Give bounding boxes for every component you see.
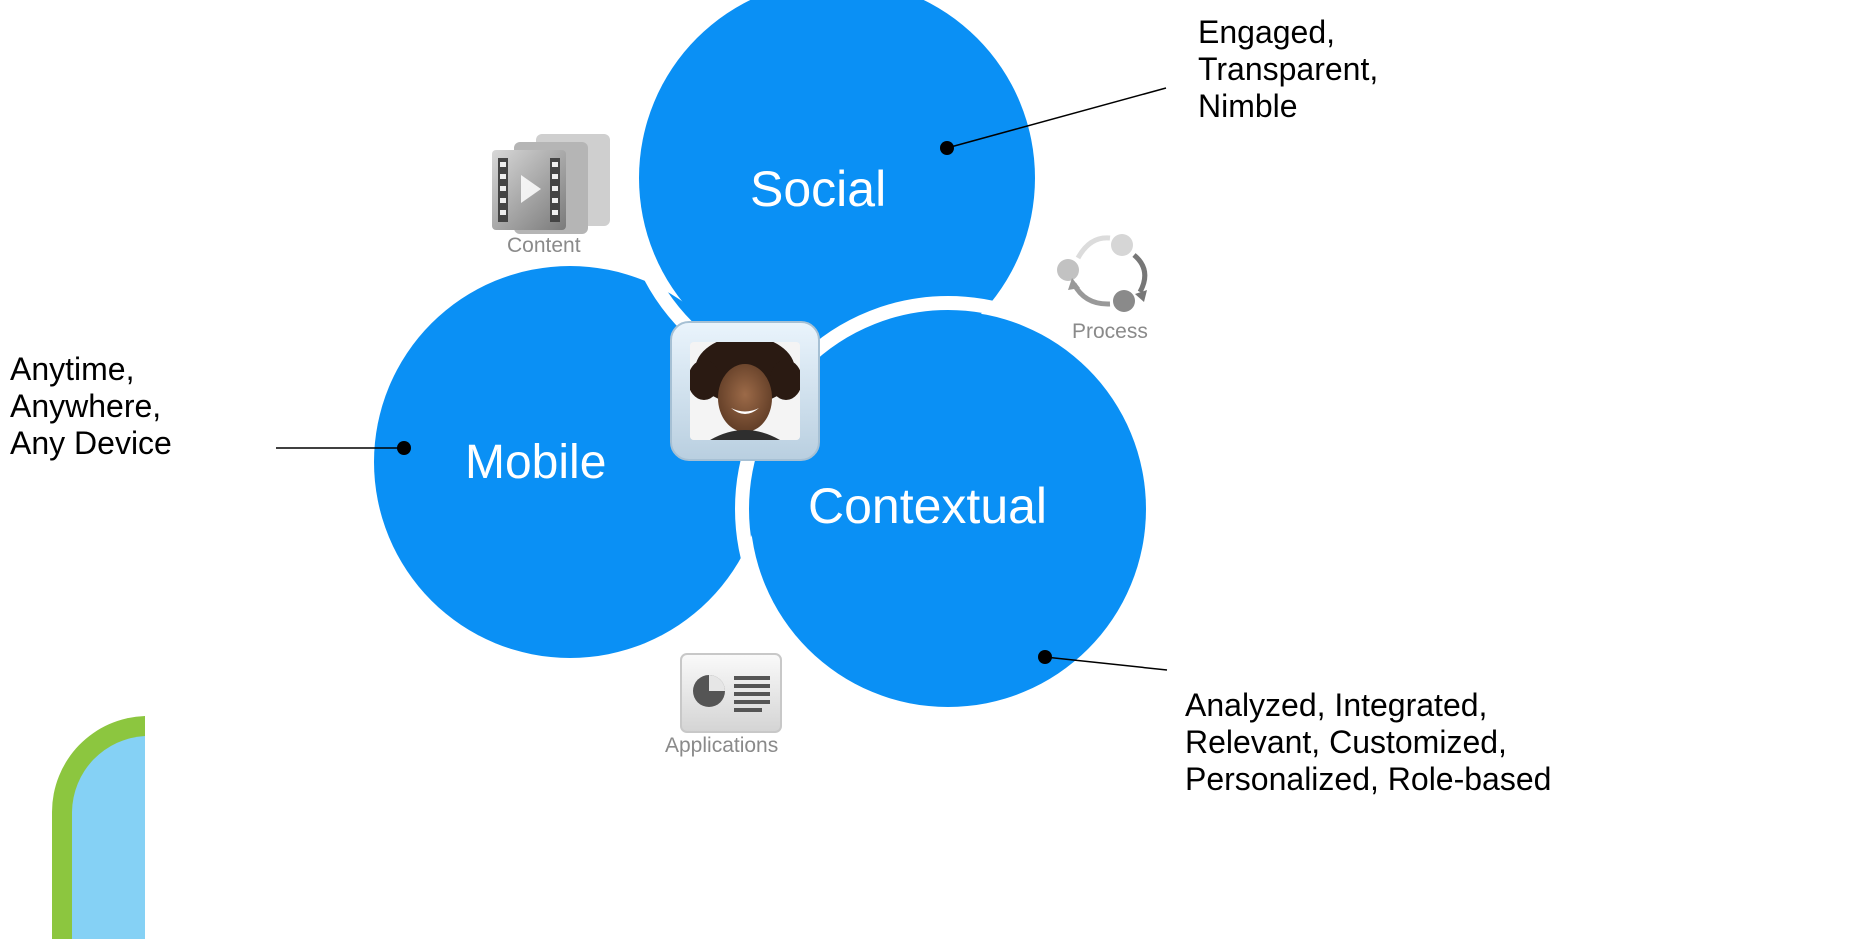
leader-line-social bbox=[946, 87, 1167, 149]
corner-decoration bbox=[51, 716, 145, 939]
film-strip-icon bbox=[492, 134, 610, 234]
cycle-arrows-icon bbox=[1057, 234, 1148, 312]
callout-contextual-line: Personalized, Role-based bbox=[1185, 761, 1552, 797]
leader-dot-contextual bbox=[1038, 650, 1052, 664]
callout-contextual: Analyzed, Integrated, Relevant, Customiz… bbox=[1185, 687, 1551, 798]
applications-label: Applications bbox=[665, 734, 779, 757]
callout-mobile: Anytime, Anywhere, Any Device bbox=[10, 351, 172, 462]
leader-dot-mobile bbox=[397, 441, 411, 455]
circle-social bbox=[639, 0, 1035, 376]
person-photo-icon bbox=[670, 321, 820, 461]
leader-dot-social bbox=[940, 141, 954, 155]
callout-contextual-line: Relevant, Customized, bbox=[1185, 724, 1507, 760]
callout-social-line: Nimble bbox=[1198, 88, 1298, 124]
callout-mobile-line: Anywhere, bbox=[10, 388, 162, 424]
callout-mobile-line: Anytime, bbox=[10, 351, 135, 387]
presentation-icon bbox=[680, 653, 782, 733]
process-label: Process bbox=[1072, 320, 1148, 343]
circle-contextual bbox=[750, 311, 1146, 707]
content-label: Content bbox=[507, 234, 581, 257]
circle-label-social: Social bbox=[750, 161, 887, 217]
circle-label-contextual: Contextual bbox=[808, 478, 1048, 534]
callout-mobile-line: Any Device bbox=[10, 425, 172, 461]
callout-social: Engaged, Transparent, Nimble bbox=[1198, 14, 1378, 125]
callout-social-line: Engaged, bbox=[1198, 14, 1336, 50]
leader-lines bbox=[276, 87, 1168, 671]
circle-mobile bbox=[374, 266, 766, 658]
callout-contextual-line: Analyzed, Integrated, bbox=[1185, 687, 1488, 723]
circle-label-mobile: Mobile bbox=[465, 436, 607, 489]
leader-line-contextual bbox=[1044, 656, 1168, 671]
callout-social-line: Transparent, bbox=[1198, 51, 1379, 87]
